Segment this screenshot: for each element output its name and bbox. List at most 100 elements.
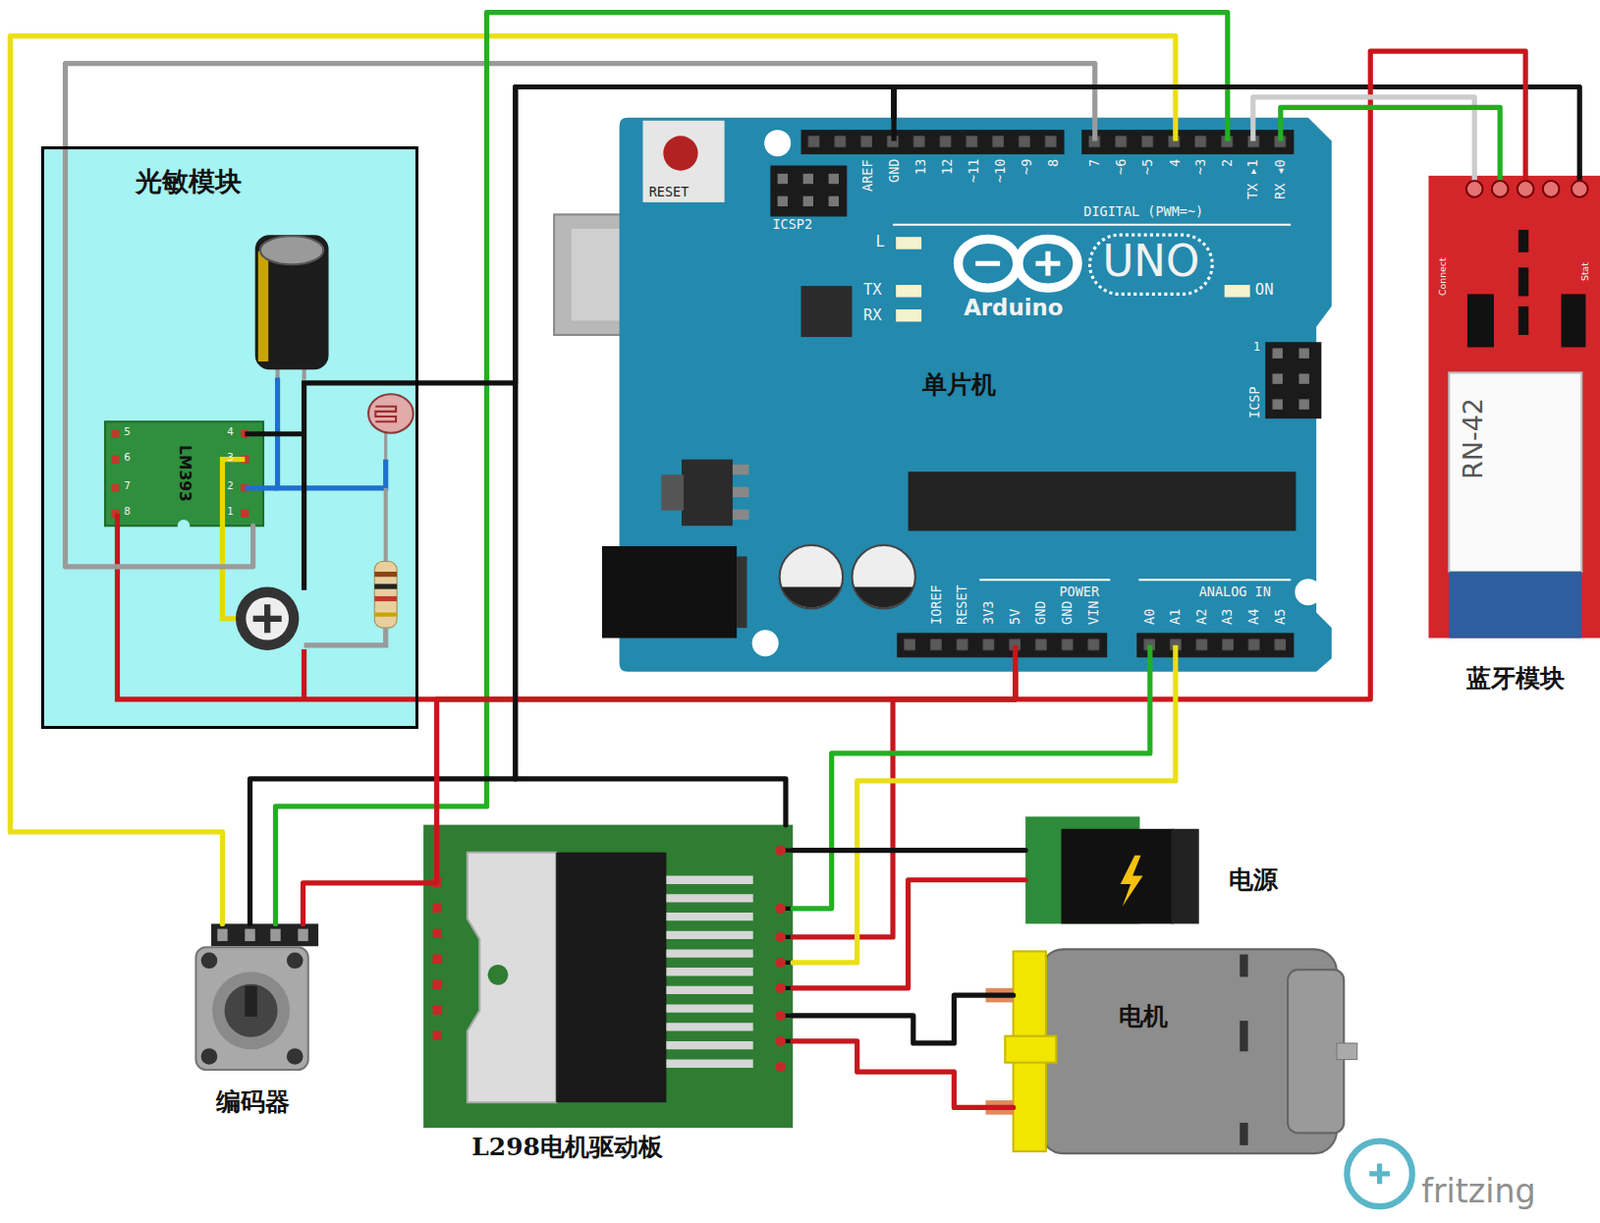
label-holder: UNO: [1102, 237, 1200, 285]
arduino-board-art-part: [895, 236, 922, 249]
pin-label: 1: [1253, 339, 1262, 354]
arduino-board-art-part: [779, 545, 843, 608]
arduino-board-art-part: [1299, 347, 1310, 358]
pin-label: GND: [886, 159, 902, 183]
light-sensor-module-art-part: [116, 513, 418, 700]
bluetooth-module-art-part: [1571, 180, 1589, 198]
label-holder: 3: [226, 451, 234, 463]
l298-board-art-part: [775, 1061, 786, 1072]
label-holder: GND: [1033, 624, 1057, 640]
fritzing-logo-art-part: [1346, 1141, 1412, 1207]
encoder-art-part: [201, 951, 219, 969]
pin-label: ~11: [966, 159, 982, 183]
arduino-board-art-part: [777, 173, 788, 184]
arduino-board-art-part: [908, 471, 1297, 531]
light-sensor-module-art-part: [240, 509, 249, 518]
arduino-board-art-part: [1224, 117, 1230, 142]
arduino-board-art-part: [1299, 398, 1310, 409]
motor-art-part: [1239, 954, 1248, 978]
arduino-board-art-part: [752, 629, 779, 657]
arduino-board-art: [553, 117, 1332, 672]
encoder-art-part: [297, 929, 308, 941]
pin-label: 3V3: [981, 600, 996, 624]
arduino-board-art-part: [1136, 632, 1294, 658]
label-holder: ICSP2: [772, 217, 813, 232]
radio-chip: RN-42: [1448, 372, 1582, 572]
bluetooth-module-art-part: [1518, 267, 1529, 296]
label-holder: 4: [226, 426, 234, 438]
node-label: 光敏模块: [135, 165, 242, 197]
label-holder: ANALOG IN: [1199, 584, 1271, 600]
label-holder: A4: [1246, 624, 1263, 640]
label-holder: 13: [913, 174, 930, 190]
pin-label: ANALOG IN: [1199, 584, 1271, 600]
pin-label: 4: [1167, 159, 1183, 167]
l298-board-art-part: [423, 825, 793, 1129]
bluetooth-module-art-part: [1491, 180, 1509, 198]
bluetooth-module-art-part: [1448, 571, 1582, 639]
pin-label: A5: [1272, 608, 1288, 625]
light-sensor-module-art-part: [253, 604, 282, 633]
arduino-board-art-part: [1147, 645, 1153, 672]
light-sensor-module-art-part: [235, 587, 299, 651]
pin-label: 1: [226, 505, 234, 517]
pin-label: 4: [226, 426, 234, 438]
pin-label: L: [875, 233, 884, 251]
light-sensor-module-art-part: [41, 146, 419, 729]
light-sensor-module-art-part: [374, 612, 397, 617]
wire: [418, 87, 894, 384]
light-sensor-module-art-part: [375, 406, 396, 423]
label-holder: 6: [123, 451, 131, 463]
bluetooth-module-art-part: [1448, 372, 1582, 572]
bluetooth-module-art-part: [1561, 293, 1587, 347]
bluetooth-module-art-part: [1467, 293, 1494, 347]
label-holder: ~6: [1113, 174, 1130, 190]
pin-label: POWER: [1058, 584, 1100, 600]
l298-board-art-part: [432, 929, 442, 938]
power-jack-art: [1025, 816, 1200, 924]
label-holder: 12: [939, 174, 956, 190]
arduino-board-art-part: [801, 285, 853, 337]
light-sensor-module-art-part: [304, 627, 387, 646]
arduino-board-art-part: [1272, 347, 1283, 358]
pin-label: ICSP: [1247, 386, 1263, 419]
label-holder: 1: [1253, 339, 1262, 354]
arduino-board-art-part: [801, 129, 1065, 155]
arduino-board-art-part: [764, 129, 791, 157]
l298-board-art-part: [775, 983, 786, 994]
arduino-board-art-part: [1250, 117, 1256, 142]
pin-label: AREF: [860, 160, 876, 193]
label-holder: fritzing: [1421, 1173, 1536, 1211]
label-holder: 7: [123, 480, 131, 492]
wire: [792, 847, 1026, 853]
pin-label: 5: [123, 426, 131, 438]
node-label: RN-42: [1457, 397, 1489, 480]
arduino-board-art-part: [1172, 117, 1178, 142]
label-holder: GND: [1059, 624, 1084, 640]
label-holder: AREF: [860, 191, 893, 207]
label-holder: TX ▸1: [1245, 199, 1286, 215]
bluetooth-module-art-part: [1428, 175, 1600, 639]
pin-label: A2: [1194, 608, 1210, 625]
pin-label: 7: [123, 480, 131, 492]
l298-board-art-part: [555, 852, 666, 1104]
motor-art-part: [1336, 1043, 1358, 1060]
encoder-art-part: [217, 929, 227, 941]
fritzing-logo-art-part: [1369, 1163, 1390, 1185]
pin-label: RESET: [954, 584, 970, 625]
l298-board-art: [423, 825, 793, 1129]
encoder-art: [195, 923, 319, 1070]
pin-label: ~9: [1019, 159, 1035, 175]
pin-label: A3: [1219, 608, 1235, 625]
light-sensor-module-art-part: [304, 383, 419, 591]
encoder-art-part: [286, 1048, 304, 1065]
light-sensor-module-art-part: [244, 485, 277, 491]
bluetooth-module-art-part: [1518, 229, 1529, 253]
l298-board-art-part: [432, 980, 442, 990]
arduino-board-art-part: [1277, 117, 1283, 142]
arduino-board-art-part: [801, 129, 1065, 155]
light-sensor-module-art-part: [177, 519, 190, 532]
node-label: 编码器: [216, 1088, 290, 1117]
arduino-board-art-part: [895, 284, 922, 297]
